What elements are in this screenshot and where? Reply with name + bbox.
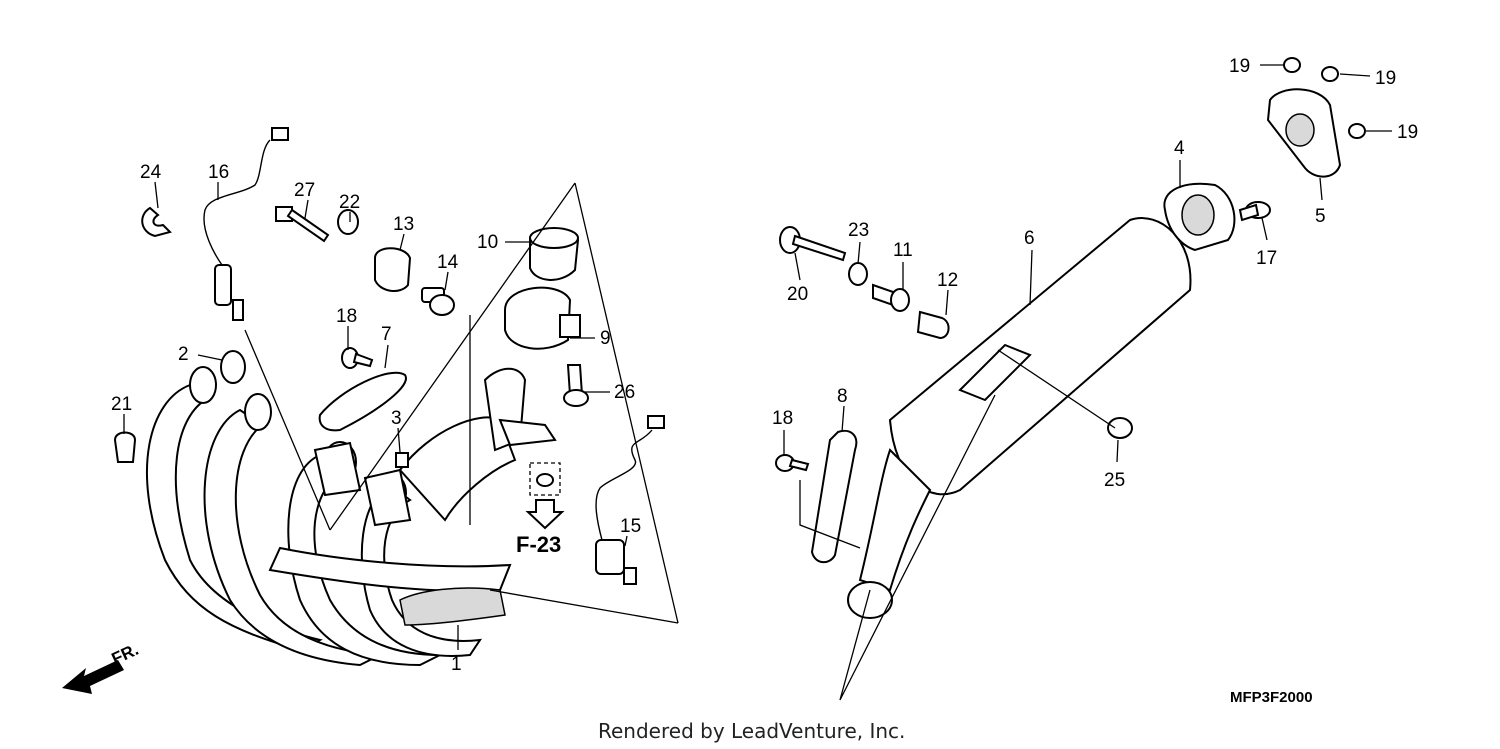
assembly-outline-left xyxy=(329,182,679,624)
bolt-17 xyxy=(1238,201,1271,222)
end-cover-5 xyxy=(1266,88,1342,178)
exhaust-header-pipes xyxy=(146,366,557,667)
callout-20: 20 xyxy=(787,284,808,305)
callout-27: 27 xyxy=(294,180,315,201)
callout-14: 14 xyxy=(437,252,459,273)
callout-15: 15 xyxy=(620,516,641,537)
callout-6: 6 xyxy=(1024,228,1035,249)
clip-24 xyxy=(141,206,172,238)
bolt-18-right xyxy=(775,454,810,472)
nut-25 xyxy=(1107,417,1133,439)
callout-18-left: 18 xyxy=(336,306,357,327)
callout-21: 21 xyxy=(111,394,132,415)
credit-text: Rendered by LeadVenture, Inc. xyxy=(598,719,905,743)
callout-2: 2 xyxy=(178,344,189,365)
callout-3: 3 xyxy=(391,408,402,429)
f23-reference xyxy=(525,462,565,530)
gasket-2 xyxy=(220,350,246,384)
callout-1: 1 xyxy=(451,654,462,675)
callout-19-top-right: 19 xyxy=(1375,68,1396,89)
bolt-20 xyxy=(779,226,847,262)
callout-12: 12 xyxy=(937,270,958,291)
callout-8: 8 xyxy=(837,386,848,407)
callout-19-top-left: 19 xyxy=(1229,56,1250,77)
callout-leaders xyxy=(123,64,1392,650)
callout-26: 26 xyxy=(614,382,635,403)
callout-labels: 24 16 27 22 13 14 10 9 26 18 7 2 21 3 15… xyxy=(111,56,1418,675)
collar-12 xyxy=(916,310,950,340)
oxygen-sensor-16 xyxy=(203,127,289,321)
drawing-code: MFP3F2000 xyxy=(1230,689,1313,706)
callout-10: 10 xyxy=(477,232,498,253)
collar-14 xyxy=(421,287,455,316)
callout-7: 7 xyxy=(381,324,392,345)
muffler-cap-4 xyxy=(1163,182,1236,252)
heat-shield-8 xyxy=(810,430,858,564)
band-9 xyxy=(504,286,581,350)
oxygen-sensor-15 xyxy=(595,415,665,585)
screws-19 xyxy=(1283,57,1366,139)
callout-19-right: 19 xyxy=(1397,122,1418,143)
grommet-13 xyxy=(374,247,412,292)
gasket-10 xyxy=(529,227,580,281)
collar-11 xyxy=(872,283,910,312)
callout-13: 13 xyxy=(393,214,414,235)
muffler-6 xyxy=(847,217,1192,619)
callout-16: 16 xyxy=(208,162,229,183)
front-arrow-icon: FR. xyxy=(62,640,142,694)
bolt-18-left xyxy=(341,347,374,369)
bolt-21 xyxy=(113,431,137,463)
callout-22: 22 xyxy=(339,192,360,213)
callout-18-right: 18 xyxy=(772,408,793,429)
gasket-7 xyxy=(318,371,407,432)
callout-23: 23 xyxy=(848,220,869,241)
callout-4: 4 xyxy=(1174,138,1185,159)
callout-11: 11 xyxy=(893,240,913,261)
callout-17: 17 xyxy=(1256,248,1277,269)
nut-3 xyxy=(395,452,409,468)
washer-22 xyxy=(337,209,359,235)
callout-9: 9 xyxy=(600,328,611,349)
bolt-27 xyxy=(275,206,330,243)
callout-5: 5 xyxy=(1315,206,1326,227)
bolt-26 xyxy=(563,364,589,407)
reference-f23: F-23 xyxy=(516,532,561,557)
callout-24: 24 xyxy=(140,162,162,183)
callout-25: 25 xyxy=(1104,470,1125,491)
washer-23 xyxy=(848,262,868,286)
